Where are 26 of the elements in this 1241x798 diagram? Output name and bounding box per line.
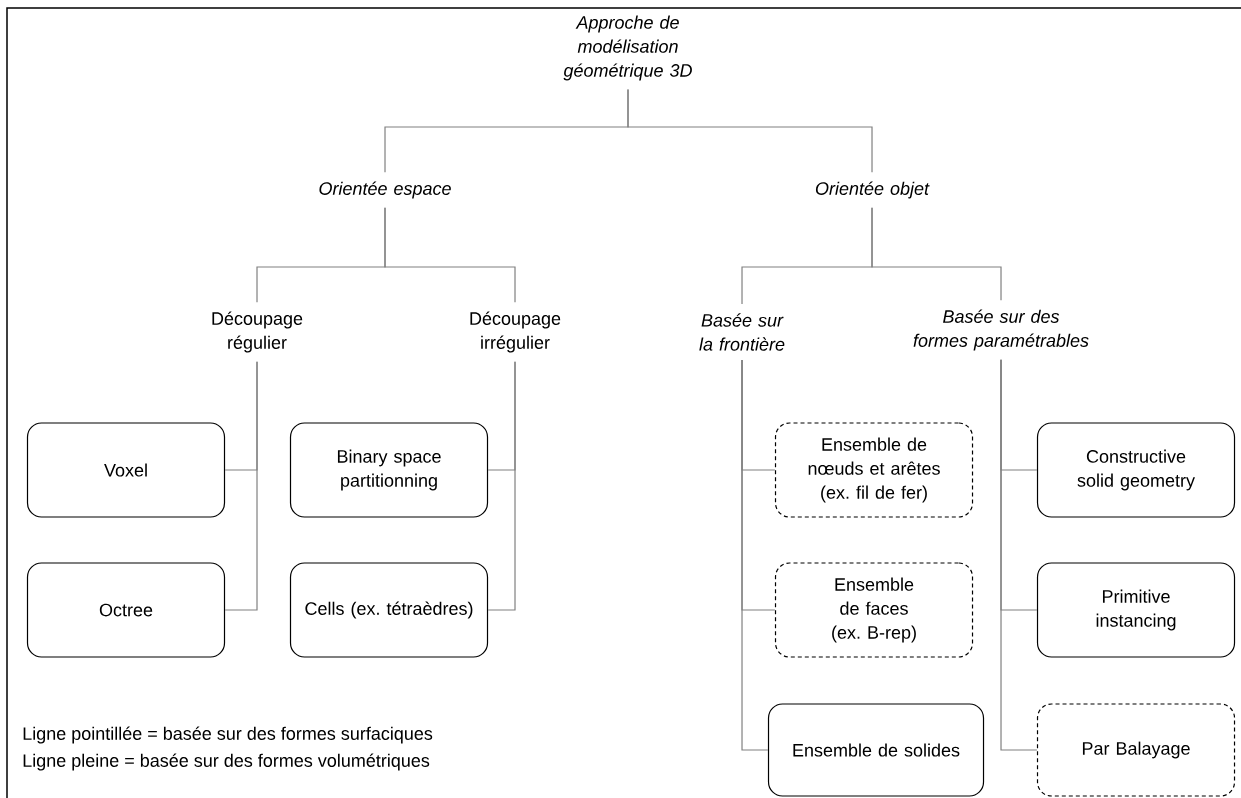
surface-box: Par Balayage [1036, 703, 1236, 797]
surface-box: Ensemble de nœuds et arêtes (ex. fil de fer) [774, 422, 974, 518]
connector-line [224, 361, 258, 611]
category-label: Découpage irrégulier [470, 311, 561, 353]
note-text: Ligne pointillée = basée sur des formes surfaciques [23, 726, 433, 744]
process-box: Cells (ex. tétraèdres) [289, 562, 489, 658]
process-box: Binary space partitionning [289, 422, 489, 518]
process-box: Constructive solid geometry [1036, 422, 1236, 518]
category-label: Orientée objet [815, 181, 930, 199]
process-box: Voxel [26, 422, 226, 518]
connector-line [741, 359, 769, 751]
category-label: Basée sur la frontière [699, 313, 785, 351]
connector-line [487, 361, 516, 611]
process-box: Octree [26, 562, 226, 658]
note-text: Ligne pleine = basée sur des formes volumétriques [23, 753, 430, 771]
connector-line [627, 89, 873, 173]
category-label: Basée sur des formes paramétrables [913, 309, 1089, 351]
connector-line [871, 207, 1002, 301]
connector-line [1000, 359, 1038, 751]
process-box: Ensemble de solides [767, 703, 985, 797]
category-label: Orientée espace [319, 181, 451, 199]
process-box: Primitive instancing [1036, 562, 1236, 658]
category-label: Découpage régulier [212, 311, 303, 353]
root-label: Approche de modélisation géométrique 3D [563, 15, 692, 81]
surface-box: Ensemble de faces (ex. B-rep) [774, 562, 974, 658]
connector-line [384, 207, 516, 303]
